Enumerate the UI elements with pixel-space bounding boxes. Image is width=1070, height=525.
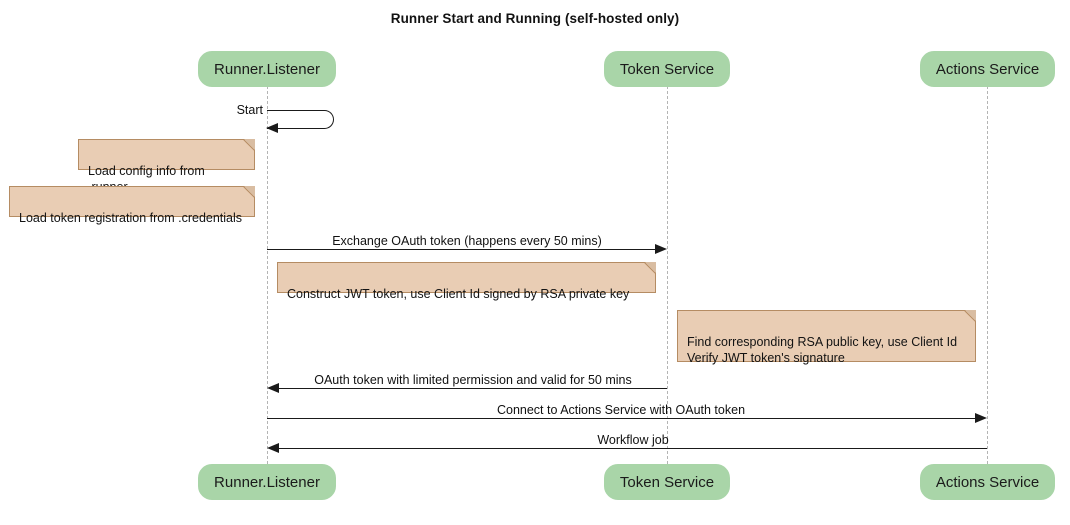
message-arrowhead-exchange-oauth-token — [655, 244, 667, 254]
note-fold-corner-icon — [244, 186, 255, 197]
message-label-oauth-token-reply: OAuth token with limited permission and … — [314, 373, 632, 387]
note-fold-corner-icon — [645, 262, 656, 273]
message-line-exchange-oauth-token — [267, 249, 655, 250]
note-fold-corner-icon — [244, 139, 255, 150]
note-construct-jwt-token-text: Construct JWT token, use Client Id signe… — [287, 287, 630, 301]
participant-token-service-bottom[interactable]: Token Service — [604, 464, 730, 500]
participant-token-service-top[interactable]: Token Service — [604, 51, 730, 87]
message-arrowhead-oauth-token-reply — [267, 383, 279, 393]
message-label-connect-actions-service: Connect to Actions Service with OAuth to… — [496, 403, 746, 417]
note-load-config-info: Load config info from .runner — [78, 139, 255, 194]
participant-runner-listener-top[interactable]: Runner.Listener — [198, 51, 336, 87]
lifeline-runner — [267, 86, 268, 464]
message-line-workflow-job — [279, 448, 987, 449]
message-line-oauth-token-reply — [279, 388, 667, 389]
message-label-exchange-oauth-token: Exchange OAuth token (happens every 50 m… — [332, 234, 602, 248]
note-construct-jwt-token: Construct JWT token, use Client Id signe… — [277, 262, 656, 301]
note-load-token-registration-text: Load token registration from .credential… — [19, 211, 243, 225]
note-fold-corner-icon — [965, 310, 976, 321]
note-verify-jwt-signature-text: Find corresponding RSA public key, use C… — [687, 335, 958, 365]
page-title: Runner Start and Running (self-hosted on… — [390, 11, 680, 26]
message-label-workflow-job: Workflow job — [597, 433, 669, 447]
participant-runner-listener-bottom[interactable]: Runner.Listener — [198, 464, 336, 500]
message-start-selfloop — [267, 110, 334, 129]
note-verify-jwt-signature: Find corresponding RSA public key, use C… — [677, 310, 976, 365]
participant-actions-service-top[interactable]: Actions Service — [920, 51, 1055, 87]
message-label-start: Start — [236, 103, 263, 117]
message-start-arrowhead — [266, 123, 278, 133]
note-load-token-registration: Load token registration from .credential… — [9, 186, 255, 225]
message-arrowhead-connect-actions-service — [975, 413, 987, 423]
participant-actions-service-bottom[interactable]: Actions Service — [920, 464, 1055, 500]
lifeline-token — [667, 86, 668, 464]
lifeline-actions — [987, 86, 988, 464]
message-line-connect-actions-service — [267, 418, 975, 419]
message-arrowhead-workflow-job — [267, 443, 279, 453]
